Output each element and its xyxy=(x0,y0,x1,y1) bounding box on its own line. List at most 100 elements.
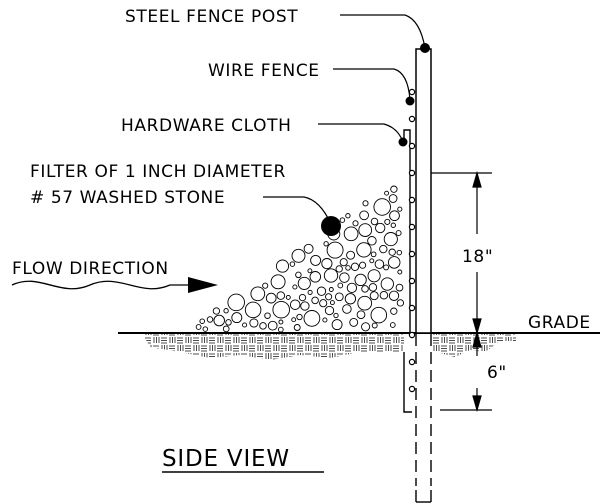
stone xyxy=(369,291,379,301)
stone xyxy=(325,293,333,301)
stone xyxy=(202,326,209,332)
stone xyxy=(379,290,389,300)
stone xyxy=(328,287,334,292)
stone xyxy=(369,258,375,264)
label-grade: GRADE xyxy=(528,313,591,333)
stone xyxy=(285,294,291,300)
stone xyxy=(349,317,359,327)
stone xyxy=(339,258,348,267)
stone xyxy=(373,198,391,216)
wire-tie xyxy=(408,196,416,204)
stone xyxy=(267,320,278,331)
stone xyxy=(342,304,352,314)
stone xyxy=(345,265,351,271)
stone xyxy=(396,249,403,256)
stone xyxy=(339,217,346,223)
stone xyxy=(249,318,259,328)
stone xyxy=(319,299,328,308)
stone xyxy=(298,293,307,302)
stone xyxy=(244,301,262,319)
stone xyxy=(292,284,298,290)
stone xyxy=(272,300,290,319)
stone xyxy=(295,271,302,279)
stone xyxy=(346,282,358,294)
stone xyxy=(380,277,394,291)
stone xyxy=(350,262,360,271)
stone xyxy=(300,301,310,311)
stone xyxy=(344,293,357,305)
diagram-title: SIDE VIEW xyxy=(162,446,290,472)
dimension-lines xyxy=(431,170,492,413)
stone xyxy=(213,314,225,327)
stone xyxy=(384,218,391,225)
stone xyxy=(303,310,321,327)
stone xyxy=(206,316,214,323)
stone xyxy=(264,312,271,319)
wire-tie xyxy=(408,142,416,150)
stone xyxy=(362,200,369,207)
stone xyxy=(388,194,398,203)
stone xyxy=(324,305,335,316)
stone xyxy=(242,322,248,328)
wire-tie xyxy=(408,223,416,231)
wire-tie xyxy=(408,169,416,177)
stone xyxy=(370,251,377,258)
stone xyxy=(370,306,388,324)
stone xyxy=(222,325,230,333)
stone xyxy=(356,310,366,320)
dimension-18-inch: 18" xyxy=(462,247,493,267)
stone xyxy=(326,241,344,259)
stone xyxy=(370,217,379,226)
label-flow-direction: FLOW DIRECTION xyxy=(12,259,169,279)
stone xyxy=(331,319,343,331)
stone xyxy=(356,242,372,258)
flow-direction-arrow xyxy=(11,277,218,293)
steel-fence-post xyxy=(415,48,432,334)
stone xyxy=(293,324,301,331)
stone xyxy=(309,271,322,283)
stone xyxy=(297,276,311,290)
wire-tie xyxy=(408,304,416,312)
stone xyxy=(278,319,284,325)
stone xyxy=(212,307,221,315)
dimension-6-inch: 6" xyxy=(487,363,507,383)
stone xyxy=(361,322,371,332)
stone xyxy=(323,241,329,247)
stone xyxy=(276,291,286,300)
stone xyxy=(395,230,402,237)
stone xyxy=(354,273,367,287)
stone xyxy=(250,286,266,302)
stone xyxy=(329,300,335,306)
stone xyxy=(337,282,344,289)
stone xyxy=(322,317,328,323)
stone xyxy=(368,283,378,292)
label-wire-fence: WIRE FENCE xyxy=(208,61,320,81)
stone xyxy=(389,210,400,222)
wire-tie xyxy=(408,115,416,123)
stone xyxy=(223,308,229,314)
stone xyxy=(397,206,403,212)
stone xyxy=(307,268,313,274)
label-filter-line-2: # 57 WASHED STONE xyxy=(30,188,225,208)
stone xyxy=(323,268,339,283)
stone xyxy=(357,295,373,311)
stone xyxy=(333,312,339,319)
stone xyxy=(316,286,327,296)
stone xyxy=(227,293,245,312)
stone xyxy=(384,190,390,196)
wire-tie xyxy=(408,88,416,96)
stone xyxy=(307,289,313,295)
stone xyxy=(390,185,398,193)
stone xyxy=(335,265,343,273)
stone xyxy=(311,296,319,305)
stone xyxy=(334,292,344,302)
stone xyxy=(358,223,373,237)
stone xyxy=(270,274,286,290)
stone xyxy=(195,324,202,330)
steel-fence-post-buried xyxy=(415,334,432,503)
label-filter-line-1: FILTER OF 1 INCH DIAMETER xyxy=(30,162,286,182)
stone xyxy=(388,290,400,301)
stone xyxy=(383,264,390,271)
stone xyxy=(289,299,301,310)
